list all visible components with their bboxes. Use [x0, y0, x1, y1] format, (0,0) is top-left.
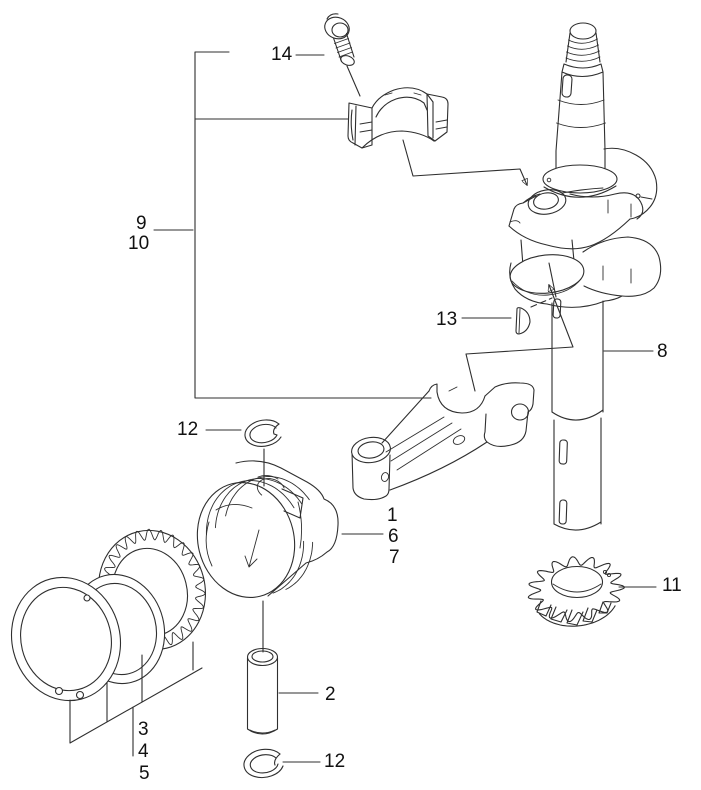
part-label-5: 5	[139, 763, 150, 784]
part-label-4: 4	[138, 741, 149, 762]
part-label-2: 2	[325, 684, 336, 705]
part-label-1: 1	[387, 505, 398, 526]
part-label-12a: 12	[177, 419, 199, 440]
part-label-11: 11	[662, 575, 682, 596]
circlip-top	[244, 419, 282, 447]
part-label-13: 13	[436, 309, 458, 330]
piston-pin	[246, 647, 279, 735]
part-label-12b: 12	[324, 751, 346, 772]
part-label-6: 6	[388, 526, 399, 547]
connecting-rod-cap	[347, 87, 449, 149]
woodruff-key	[515, 307, 531, 335]
piston-rings	[10, 528, 206, 702]
part-label-9: 9	[136, 213, 147, 234]
part-label-8: 8	[657, 341, 668, 362]
part-label-10: 10	[128, 233, 150, 254]
cap-bolt	[324, 13, 355, 66]
part-label-3: 3	[138, 719, 149, 740]
crankshaft-gear	[527, 556, 625, 627]
part-label-14: 14	[271, 44, 293, 65]
circlip-bottom	[243, 748, 284, 779]
leader-lines	[69, 51, 657, 763]
crankshaft	[508, 22, 662, 531]
connecting-rod	[351, 382, 535, 501]
part-label-7: 7	[389, 547, 400, 568]
piston	[196, 460, 339, 599]
